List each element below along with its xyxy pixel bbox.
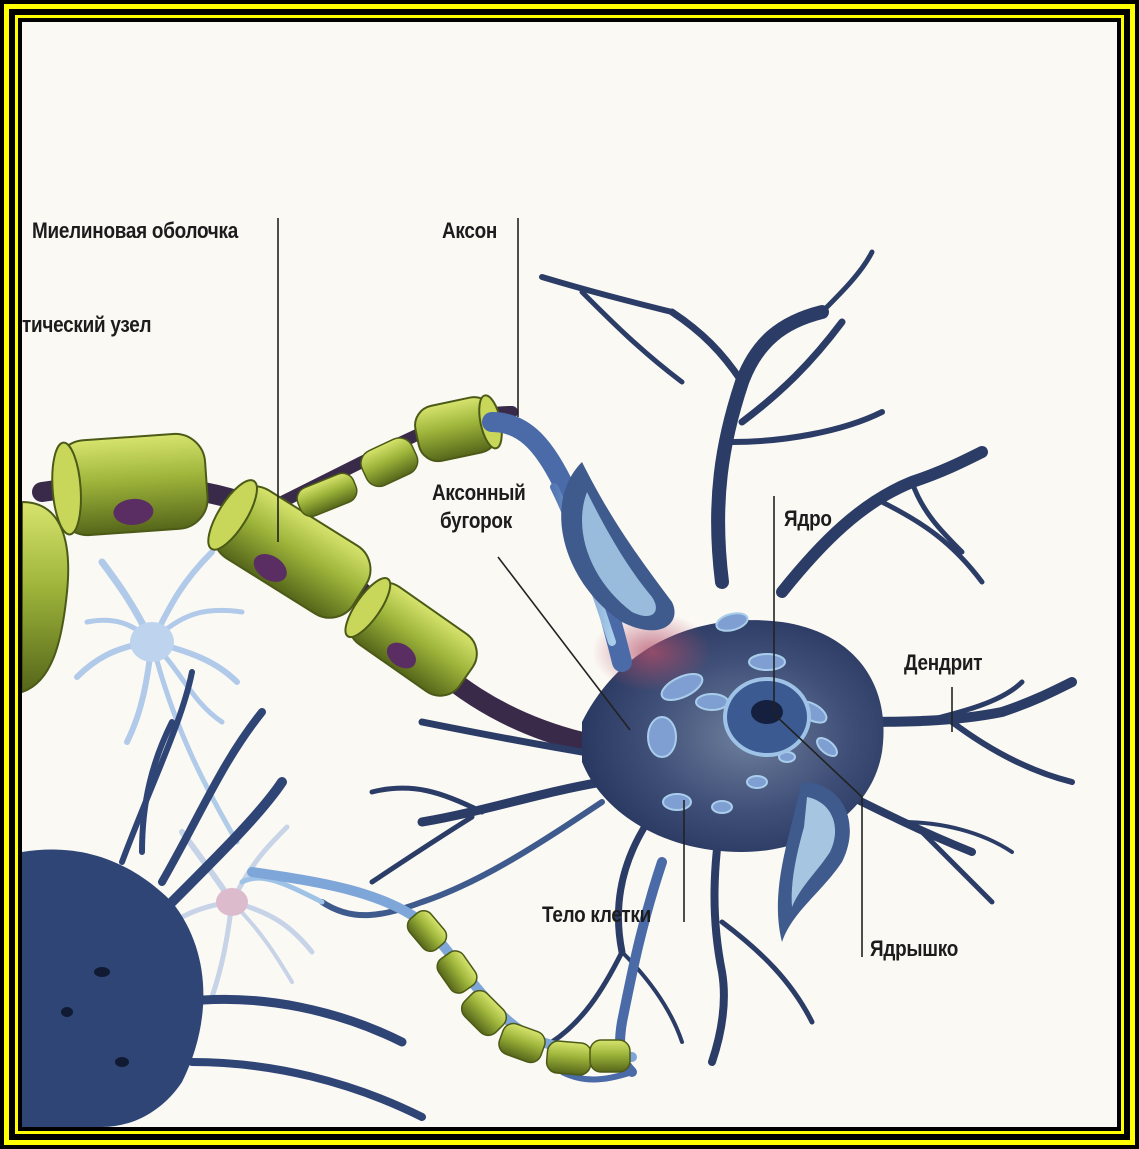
label-cell-body: Тело клетки <box>542 902 651 928</box>
label-nucleus: Ядро <box>784 506 832 532</box>
label-axon-hillock-line1: Аксонный <box>432 480 526 506</box>
label-dendrite: Дендрит <box>904 650 982 676</box>
label-myelin-sheath: Миелиновая оболочка <box>32 218 238 244</box>
label-axon: Аксон <box>442 218 497 244</box>
label-nucleolus: Ядрышко <box>870 936 958 962</box>
diagram-canvas: Миелиновая оболочка Аксон тический узел … <box>22 22 1117 1127</box>
label-axon-hillock-line2: бугорок <box>440 508 512 534</box>
label-node: тический узел <box>22 312 151 338</box>
